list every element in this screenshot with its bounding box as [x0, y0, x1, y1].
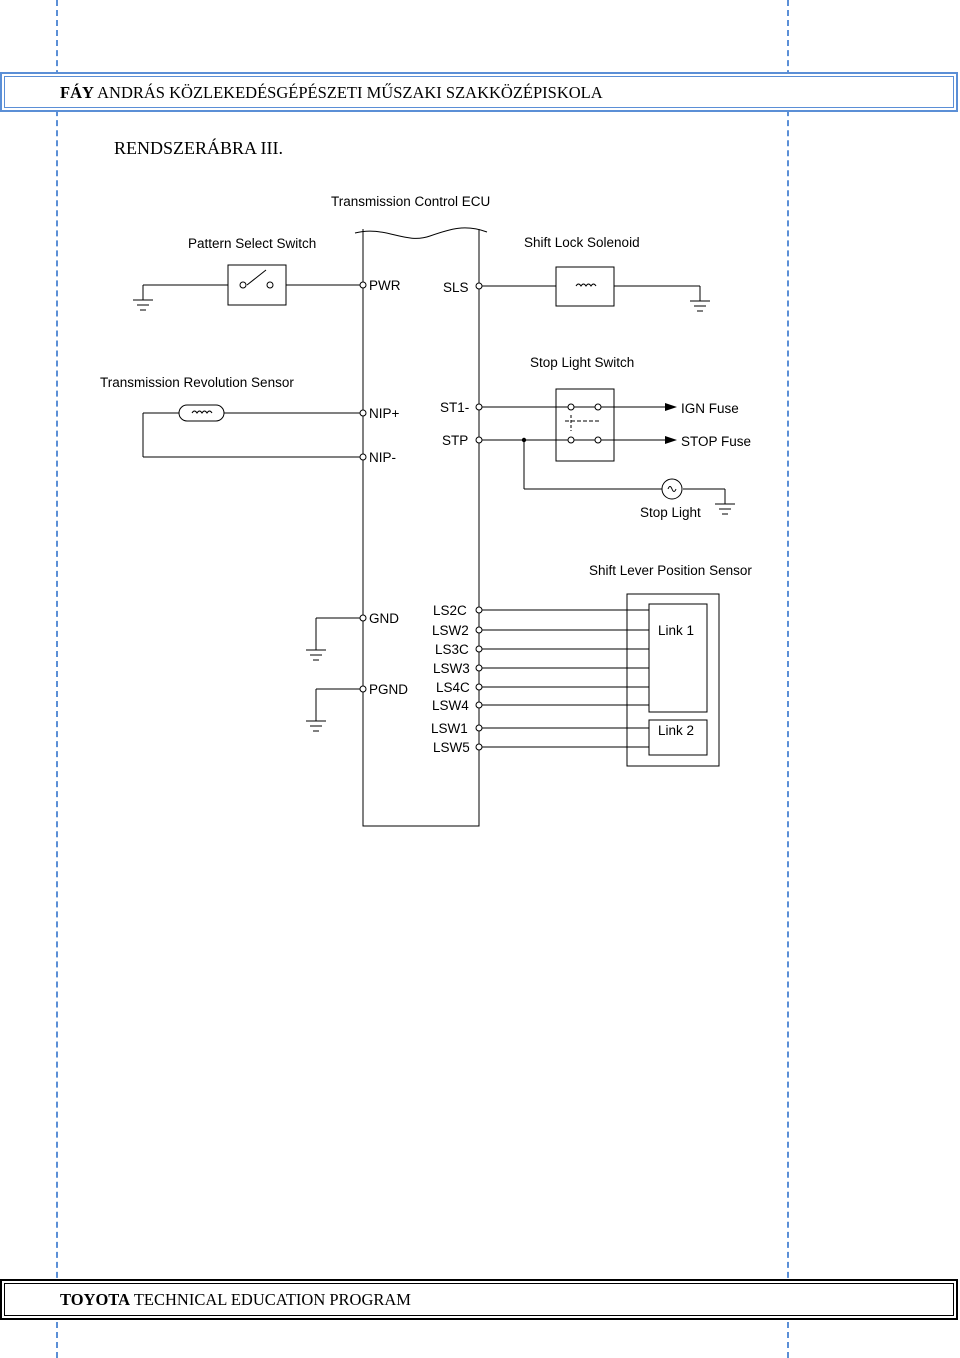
terminal-pwr: PWR [369, 278, 401, 293]
stop-light-switch-box [555, 388, 615, 462]
footer-inner-frame [4, 1283, 954, 1316]
pattern-select-switch-label: Pattern Select Switch [188, 236, 316, 251]
link1-label: Link 1 [658, 623, 694, 638]
footer-bold: TOYOTA [60, 1290, 130, 1309]
terminal-ls4c: LS4C [436, 680, 470, 695]
ign-fuse-label: IGN Fuse [681, 401, 739, 416]
left-margin-guide [56, 0, 58, 1358]
link1-box [648, 603, 708, 713]
terminal-stp: STP [442, 433, 468, 448]
terminal-lsw2: LSW2 [432, 623, 469, 638]
ground-icon [715, 503, 735, 515]
footer-program-name: TOYOTA TECHNICAL EDUCATION PROGRAM [60, 1290, 411, 1310]
ecu-break-wave [354, 227, 488, 239]
terminal-lsw5: LSW5 [433, 740, 470, 755]
stop-light-switch-label: Stop Light Switch [530, 355, 634, 370]
right-margin-guide [787, 0, 789, 1358]
ecu-outline [362, 229, 480, 827]
stop-light-label: Stop Light [640, 505, 701, 520]
ground-icon [306, 720, 326, 732]
terminal-lsw1: LSW1 [431, 721, 468, 736]
terminal-ls2c: LS2C [433, 603, 467, 618]
ground-symbols [133, 299, 735, 732]
terminal-circles [239, 281, 602, 751]
ecu-label: Transmission Control ECU [331, 194, 490, 209]
terminal-gnd: GND [369, 611, 399, 626]
solenoid-coil-icon [575, 283, 597, 287]
page-footer: TOYOTA TECHNICAL EDUCATION PROGRAM [0, 1279, 958, 1320]
pattern-select-switch-box [227, 264, 287, 306]
shift-lock-solenoid-box [555, 266, 615, 307]
sensor-coil-icon [191, 410, 213, 414]
terminal-nip-minus: NIP- [369, 450, 396, 465]
shift-lock-solenoid-label: Shift Lock Solenoid [524, 235, 640, 250]
terminal-lsw4: LSW4 [432, 698, 469, 713]
terminal-pgnd: PGND [369, 682, 408, 697]
header-school-name: FÁY ANDRÁS KÖZLEKEDÉSGÉPÉSZETI MŰSZAKI S… [60, 83, 603, 103]
terminal-st1: ST1- [440, 400, 469, 415]
terminal-sls: SLS [443, 280, 469, 295]
footer-rest: TECHNICAL EDUCATION PROGRAM [130, 1290, 411, 1309]
header-rest: ANDRÁS KÖZLEKEDÉSGÉPÉSZETI MŰSZAKI SZAKK… [93, 83, 603, 102]
shift-lever-sensor-outer [626, 593, 720, 767]
header-bold: FÁY [60, 83, 94, 102]
ground-icon [133, 299, 153, 311]
junction-dot [521, 437, 527, 443]
revolution-sensor-label: Transmission Revolution Sensor [100, 375, 294, 390]
terminal-nip-plus: NIP+ [369, 406, 400, 421]
arrow-icon [665, 403, 677, 411]
ground-icon [690, 300, 710, 312]
stop-light-lamp-icon [661, 478, 683, 500]
stop-fuse-label: STOP Fuse [681, 434, 751, 449]
arrow-icon [665, 436, 677, 444]
shift-lever-sensor-label: Shift Lever Position Sensor [589, 563, 752, 578]
terminal-ls3c: LS3C [435, 642, 469, 657]
header-inner-frame [4, 76, 954, 108]
page-header: FÁY ANDRÁS KÖZLEKEDÉSGÉPÉSZETI MŰSZAKI S… [0, 72, 958, 112]
link2-box [648, 719, 708, 756]
ground-icon [306, 649, 326, 661]
terminal-lsw3: LSW3 [433, 661, 470, 676]
page-title: RENDSZERÁBRA III. [114, 138, 284, 158]
link2-label: Link 2 [658, 723, 694, 738]
